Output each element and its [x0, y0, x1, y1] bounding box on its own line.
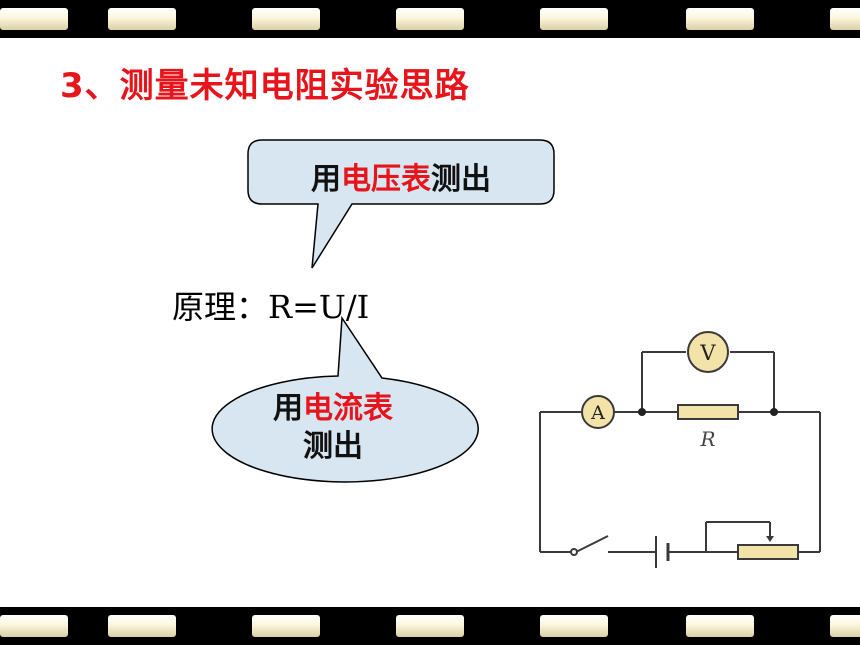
film-hole [830, 8, 860, 30]
film-hole [108, 615, 176, 637]
voltmeter-symbol: V [699, 341, 716, 365]
rheostat-slider-arrow-icon [766, 536, 774, 542]
formula-label: 原理： [172, 288, 269, 326]
circuit-diagram: A V R [539, 331, 821, 568]
film-hole [686, 8, 754, 30]
principle-formula: 原理：R=U/I [172, 282, 369, 328]
junction-dot [770, 408, 778, 416]
film-hole [686, 615, 754, 637]
film-strip-top [0, 0, 860, 38]
film-hole [830, 615, 860, 637]
film-strip-bottom [0, 607, 860, 645]
ammeter-symbol: A [590, 402, 605, 424]
film-hole [252, 8, 320, 30]
film-hole [540, 8, 608, 30]
film-hole [396, 8, 464, 30]
ammeter-callout-highlight: 电流表 [303, 391, 393, 426]
film-hole [252, 615, 320, 637]
film-hole [540, 615, 608, 637]
resistor [677, 404, 739, 420]
junction-dot [638, 408, 646, 416]
film-hole [396, 615, 464, 637]
film-hole [0, 8, 68, 30]
film-hole [108, 8, 176, 30]
ammeter-callout-text: 用电流表 测出 [200, 390, 466, 466]
ammeter-callout-bubble [211, 315, 479, 483]
resistor-label: R [699, 427, 715, 451]
ammeter-icon [581, 395, 615, 429]
callout-shapes [211, 139, 555, 483]
switch-lever [575, 535, 609, 553]
rheostat [737, 544, 799, 560]
ammeter-callout-line2: 测出 [303, 429, 363, 464]
slide-title: 3、测量未知电阻实验思路 [60, 66, 470, 106]
ammeter-callout-prefix: 用 [273, 391, 303, 426]
voltmeter-callout-suffix: 测出 [431, 162, 491, 197]
film-hole [0, 615, 68, 637]
voltmeter-callout-prefix: 用 [311, 162, 341, 197]
voltmeter-icon [687, 331, 729, 373]
switch-contact [570, 548, 578, 556]
voltmeter-callout-highlight: 电压表 [341, 162, 431, 197]
voltmeter-callout-text: 用电压表测出 [248, 154, 554, 198]
voltmeter-callout-bubble [247, 139, 555, 269]
ammeter-callout-line1: 用电流表 [200, 390, 466, 428]
formula-expression: R=U/I [268, 288, 370, 326]
